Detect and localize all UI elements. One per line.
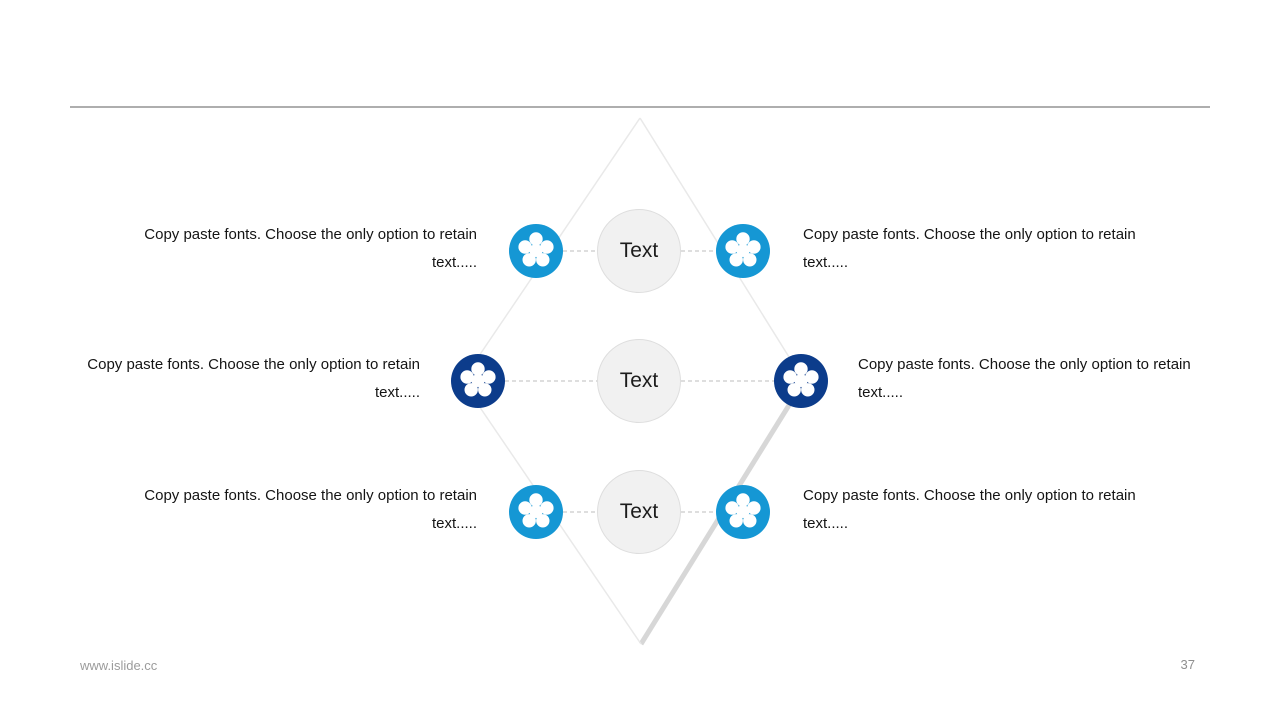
row2-node-label: Text xyxy=(619,369,659,392)
row2-right-text-line2: text..... xyxy=(858,384,904,401)
row3-node-label: Text xyxy=(619,500,659,523)
row1-center-node: Text xyxy=(597,209,681,293)
row1-left-icon-badge xyxy=(509,224,563,278)
row1-right-text-line2: text..... xyxy=(803,254,849,271)
row3-right-icon-badge xyxy=(716,485,770,539)
row3-right-text-line1: Copy paste fonts. Choose the only option… xyxy=(803,487,1136,504)
row2-right-text-line1: Copy paste fonts. Choose the only option… xyxy=(858,356,1191,373)
row1-left-text-line1: Copy paste fonts. Choose the only option… xyxy=(144,226,477,243)
row2-right-text: Copy paste fonts. Choose the only option… xyxy=(858,351,1258,407)
hub-network-icon xyxy=(774,354,828,408)
row1-right-text-line1: Copy paste fonts. Choose the only option… xyxy=(803,226,1136,243)
header-divider xyxy=(70,106,1210,108)
row1-left-text: Copy paste fonts. Choose the only option… xyxy=(77,221,477,277)
row1-right-text: Copy paste fonts. Choose the only option… xyxy=(803,221,1203,277)
row3-left-text: Copy paste fonts. Choose the only option… xyxy=(77,482,477,538)
row3-right-text-line2: text..... xyxy=(803,515,849,532)
row1-node-label: Text xyxy=(619,239,659,262)
row3-left-icon-badge xyxy=(509,485,563,539)
row2-left-icon-badge xyxy=(451,354,505,408)
row2-left-text: Copy paste fonts. Choose the only option… xyxy=(20,351,420,407)
footer-site-url: www.islide.cc xyxy=(80,658,158,673)
row3-right-text: Copy paste fonts. Choose the only option… xyxy=(803,482,1203,538)
row2-left-text-line2: text..... xyxy=(374,384,420,401)
hub-network-icon xyxy=(509,224,563,278)
hub-network-icon xyxy=(451,354,505,408)
row2-center-node: Text xyxy=(597,339,681,423)
hub-network-icon xyxy=(716,224,770,278)
page-number: 37 xyxy=(1180,657,1195,672)
row3-left-text-line2: text..... xyxy=(431,515,477,532)
hub-network-icon xyxy=(509,485,563,539)
hub-network-icon xyxy=(716,485,770,539)
row2-right-icon-badge xyxy=(774,354,828,408)
row2-left-text-line1: Copy paste fonts. Choose the only option… xyxy=(87,356,420,373)
row1-right-icon-badge xyxy=(716,224,770,278)
row3-left-text-line1: Copy paste fonts. Choose the only option… xyxy=(144,487,477,504)
row1-left-text-line2: text..... xyxy=(431,254,477,271)
row3-center-node: Text xyxy=(597,470,681,554)
